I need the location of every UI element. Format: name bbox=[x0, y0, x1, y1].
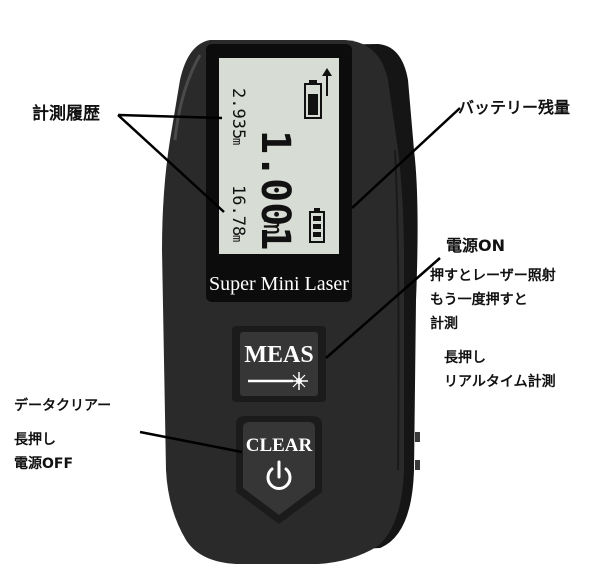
leader-clear bbox=[139, 430, 243, 454]
history-unit-1: m bbox=[230, 138, 244, 145]
callout-power-on-line1: 押すとレーザー照射 bbox=[430, 268, 556, 284]
callout-off-line1: 長押し bbox=[14, 432, 56, 448]
callout-power-on-line2: もう一度押すと bbox=[430, 292, 528, 308]
history-value-1: 2.935 bbox=[228, 88, 248, 139]
meas-button-label: MEAS bbox=[244, 342, 313, 368]
brand-label: Super Mini Laser bbox=[209, 273, 349, 295]
leader-battery bbox=[351, 107, 461, 209]
leader-meas bbox=[325, 257, 441, 359]
body-edge bbox=[394, 149, 400, 471]
main-reading-value: 1.001 bbox=[252, 130, 298, 250]
laser-icon bbox=[248, 372, 308, 390]
power-icon bbox=[266, 460, 292, 490]
leader-history-2 bbox=[117, 114, 225, 213]
main-reading-unit: m bbox=[257, 218, 290, 235]
battery-icon-bottom bbox=[309, 208, 325, 243]
callout-off-line2: 電源OFF bbox=[14, 456, 74, 472]
callout-power-on-title: 電源ON bbox=[446, 236, 505, 255]
history-value-2: 16.78 bbox=[228, 185, 248, 236]
callout-data-clear: データクリアー bbox=[14, 398, 112, 414]
leader-history-1 bbox=[117, 113, 223, 120]
callout-long-press-line1: 長押し bbox=[444, 350, 486, 366]
callout-battery: バッテリー残量 bbox=[458, 98, 571, 117]
meas-button[interactable]: MEAS bbox=[232, 326, 326, 402]
callout-history: 計測履歴 bbox=[32, 104, 100, 124]
main-reading: 1.001 m bbox=[252, 130, 298, 250]
body-highlight bbox=[173, 54, 202, 141]
side-notch-2 bbox=[415, 460, 420, 470]
lcd-screen bbox=[219, 58, 339, 254]
clear-button-label: CLEAR bbox=[246, 435, 313, 456]
callout-long-press-line2: リアルタイム計測 bbox=[444, 374, 556, 390]
leader-lines bbox=[117, 107, 461, 454]
history-entry-2: 16.78 m bbox=[228, 185, 248, 242]
history-entry-1: 2.935 m bbox=[228, 88, 248, 145]
side-notch-1 bbox=[415, 432, 420, 442]
battery-icon-top bbox=[304, 80, 322, 119]
history-unit-2: m bbox=[230, 235, 244, 242]
callout-power-on-line3: 計測 bbox=[430, 316, 458, 332]
reference-arrow-icon bbox=[322, 68, 332, 96]
clear-power-button[interactable]: CLEAR bbox=[236, 416, 322, 524]
